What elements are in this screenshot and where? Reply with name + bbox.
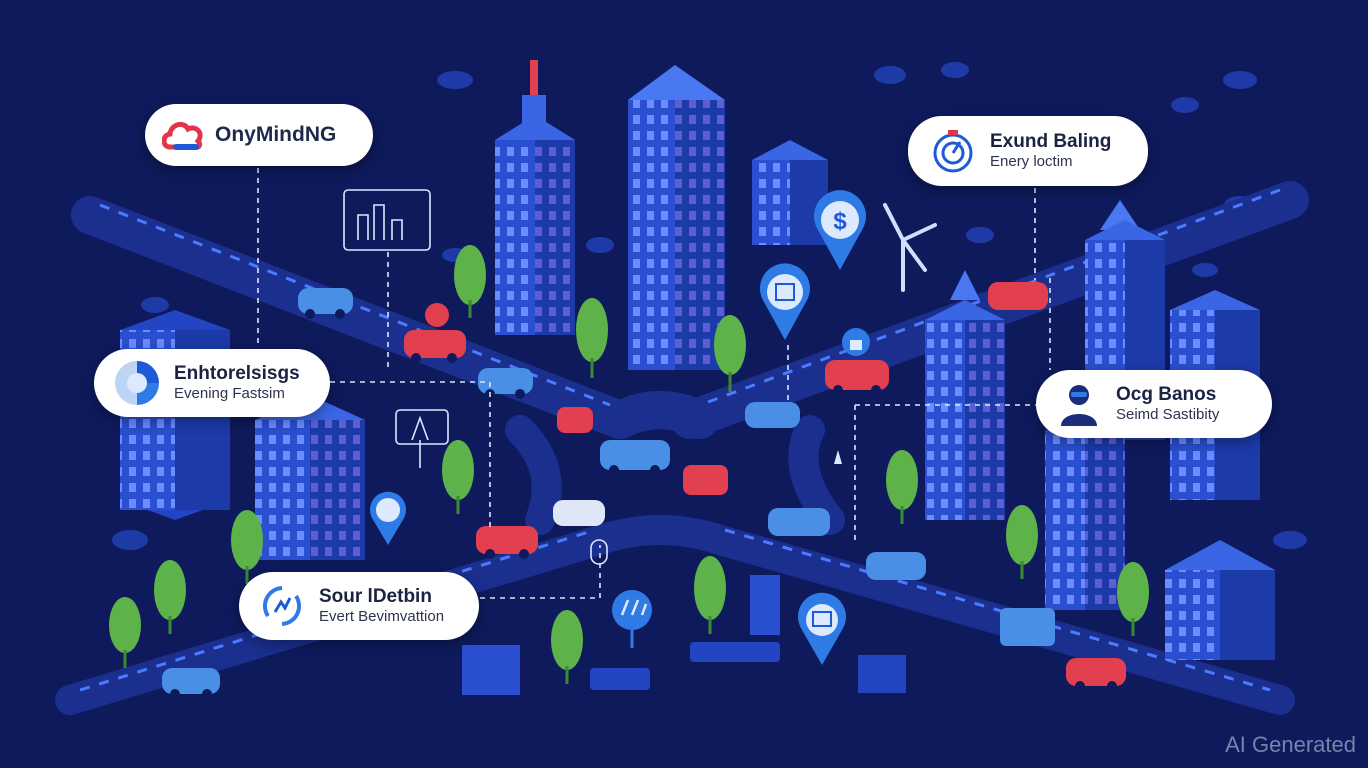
target-gauge-icon (928, 126, 978, 176)
person-icon (1054, 379, 1104, 429)
enterprise-callout: Enhtorelsisgs Evening Fastsim (94, 349, 330, 417)
city-billboard-icon (343, 189, 431, 251)
brand-callout-title: OnyMindNG (215, 123, 337, 146)
security-callout-subtitle: Seimd Sastibity (1116, 406, 1220, 424)
security-callout: Ocg Banos Seimd Sastibity (1036, 370, 1272, 438)
energy-callout-subtitle: Enery loctim (990, 153, 1073, 171)
city-pin-icon (798, 592, 846, 665)
source-callout-subtitle: Evert Bevimvattion (319, 608, 445, 626)
location-marker-icon (425, 303, 842, 464)
source-callout-title: Sour lDetbin (319, 586, 432, 608)
energy-callout-title: Exund Baling (990, 131, 1112, 153)
watermark: AI Generated (1225, 732, 1356, 757)
lock-pin-icon (842, 328, 870, 356)
wind-turbine-icon (883, 203, 937, 292)
enterprise-callout-title: Enhtorelsisgs (174, 363, 300, 385)
mouse-icon (590, 539, 608, 565)
hand-signal-icon (395, 409, 449, 468)
connector-lines (257, 168, 1051, 599)
source-callout: Sour lDetbin Evert Bevimvattion (239, 572, 479, 640)
store-pin-icon (612, 590, 652, 648)
signal-refresh-icon (257, 581, 307, 631)
building-pin-icon (759, 263, 810, 340)
cloud-logo-icon (159, 110, 209, 160)
cars (162, 282, 1126, 699)
buildings (120, 60, 1275, 695)
svg-text:$: $ (833, 208, 847, 235)
hand-pin-icon (370, 491, 406, 545)
security-callout-title: Ocg Banos (1116, 384, 1217, 406)
enterprise-callout-subtitle: Evening Fastsim (174, 385, 285, 403)
trees (109, 245, 1149, 684)
energy-callout: Exund Baling Enery loctim (908, 116, 1148, 186)
brand-callout: OnyMindNG (145, 104, 373, 166)
pie-chart-icon (112, 358, 162, 408)
dollar-pin-icon: $ (814, 190, 867, 270)
